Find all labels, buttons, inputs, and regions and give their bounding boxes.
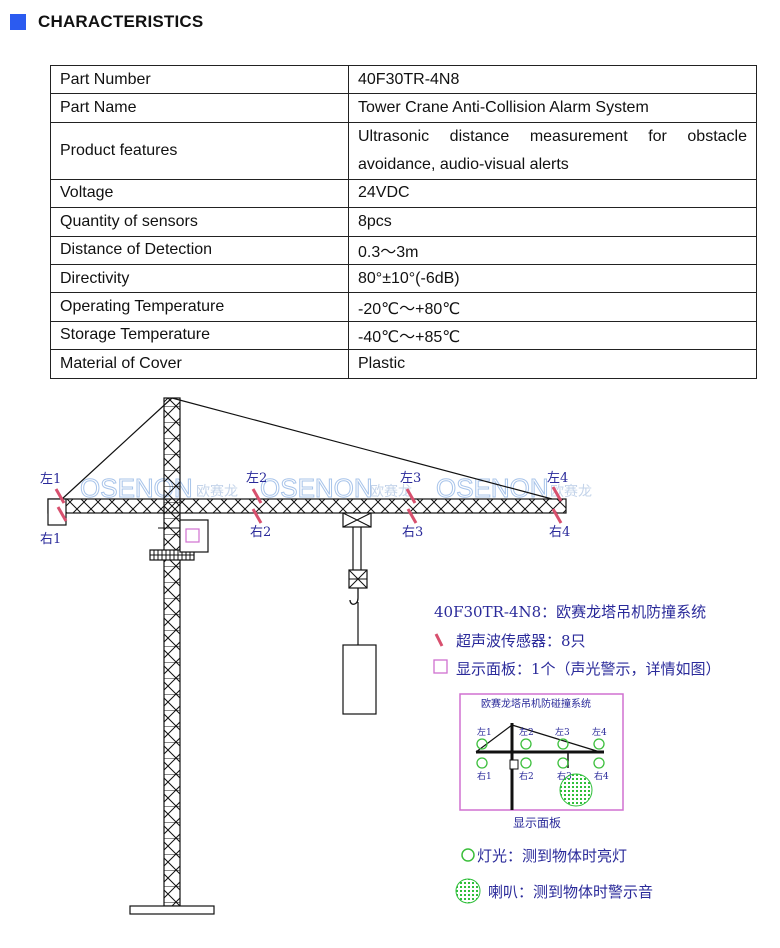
- speaker-icon: [559, 773, 593, 807]
- panel-title: 欧赛龙塔吊机防碰撞系统: [481, 697, 591, 710]
- panel-label-left4: 左4: [592, 726, 607, 738]
- sensor-label-left2: 左2: [246, 471, 267, 486]
- spec-value: -40℃～+85℃: [348, 320, 757, 351]
- section-header: CHARACTERISTICS: [10, 12, 203, 32]
- light-icon: [476, 757, 488, 769]
- spec-row: Operating Temperature-20℃～+80℃: [50, 292, 757, 322]
- sensor-label-right4: 右4: [549, 525, 570, 540]
- spec-value: 40F30TR-4N8: [348, 64, 757, 95]
- light-note: 灯光：测到物体时亮灯: [477, 847, 627, 865]
- jib-sensors: [54, 486, 563, 524]
- panel-label-right4: 右4: [594, 770, 609, 782]
- header-square-icon: [10, 14, 26, 30]
- sensor-label-right3: 右3: [402, 525, 423, 540]
- watermark-cn-3: 欧赛龙: [550, 483, 592, 499]
- spec-value: Tower Crane Anti-Collision Alarm System: [348, 93, 757, 123]
- spec-value: 80°±10°(-6dB): [348, 263, 757, 294]
- spec-key: Operating Temperature: [50, 292, 349, 322]
- light-icon: [557, 757, 569, 769]
- panel-caption: 显示面板: [513, 816, 561, 830]
- light-icon: [593, 757, 605, 769]
- legend-sensor-icon: [434, 633, 444, 647]
- panel-label-right2: 右2: [519, 770, 534, 782]
- spec-value: 0.3～3m: [348, 235, 757, 265]
- spec-value: Ultrasonic distance measurement for obst…: [348, 121, 757, 180]
- sensor-label-left1: 左1: [40, 472, 61, 487]
- sensor-icon: [56, 506, 68, 522]
- cab-display-panel-icon: [185, 528, 200, 543]
- sensor-label-right2: 右2: [250, 525, 271, 540]
- light-icon: [520, 738, 532, 750]
- crane-diagram: OSENON 欧赛龙 OSENON 欧赛龙 OSENON 欧赛龙: [40, 397, 721, 915]
- sensor-icon: [251, 508, 263, 524]
- sensor-icon: [406, 508, 418, 524]
- legend-title: 40F30TR-4N8：欧赛龙塔吊机防撞系统: [434, 603, 706, 621]
- alert-notes: 灯光：测到物体时亮灯 喇叭：测到物体时警示音: [455, 847, 653, 904]
- speaker-note: 喇叭：测到物体时警示音: [488, 883, 653, 901]
- spec-key: Storage Temperature: [50, 320, 349, 351]
- spec-value: Plastic: [348, 349, 757, 379]
- sensor-icon: [551, 508, 563, 524]
- trolley-hook-load: [342, 512, 377, 715]
- spec-key: Quantity of sensors: [50, 207, 349, 237]
- watermark-brand-3: OSENON: [436, 473, 549, 503]
- light-icon: [557, 738, 569, 750]
- panel-label-left3: 左3: [555, 726, 570, 738]
- panel-label-right1: 右1: [477, 770, 492, 782]
- spec-key: Part Number: [50, 64, 349, 95]
- speaker-legend-icon: [455, 878, 481, 904]
- watermark-cn-1: 欧赛龙: [196, 483, 238, 499]
- watermark-cn-2: 欧赛龙: [370, 483, 412, 499]
- operator-cab: [179, 519, 209, 553]
- panel-label-left2: 左2: [519, 726, 534, 738]
- watermark-brand-2: OSENON: [260, 473, 373, 503]
- light-icon: [593, 738, 605, 750]
- sensor-icon: [251, 488, 263, 504]
- light-legend-icon: [461, 848, 475, 862]
- crane-jib: [47, 397, 567, 526]
- spec-key: Product features: [50, 121, 349, 180]
- sensor-label-left4: 左4: [547, 471, 568, 486]
- sensor-icon: [405, 488, 417, 504]
- sensor-label-right1: 右1: [40, 532, 61, 547]
- light-icon: [476, 738, 488, 750]
- spec-value: 24VDC: [348, 178, 757, 209]
- slewing-unit: [149, 549, 195, 561]
- spec-key: Material of Cover: [50, 349, 349, 379]
- legend-panel-text: 显示面板：1个（声光警示，详情如图）: [456, 660, 721, 678]
- spec-key: Distance of Detection: [50, 235, 349, 265]
- spec-key: Part Name: [50, 93, 349, 123]
- sensor-label-left3: 左3: [400, 471, 421, 486]
- spec-row: Storage Temperature-40℃～+85℃: [50, 320, 757, 351]
- spec-key: Voltage: [50, 178, 349, 209]
- sensor-icon: [54, 488, 66, 504]
- spec-value: 8pcs: [348, 207, 757, 237]
- legend-panel-icon: [433, 659, 448, 674]
- light-icon: [520, 757, 532, 769]
- display-panel-detail: 欧赛龙塔吊机防碰撞系统 左1 左2 左3 左4 右1 右2 右3 右4: [459, 693, 624, 830]
- legend: 40F30TR-4N8：欧赛龙塔吊机防撞系统 超声波传感器：8只 显示面板：1个…: [433, 603, 721, 678]
- spec-key: Directivity: [50, 263, 349, 294]
- spec-value: -20℃～+80℃: [348, 292, 757, 322]
- panel-label-left1: 左1: [477, 726, 492, 738]
- section-title: CHARACTERISTICS: [38, 12, 204, 31]
- legend-sensor-text: 超声波传感器：8只: [456, 632, 586, 650]
- sensor-icon: [551, 486, 563, 502]
